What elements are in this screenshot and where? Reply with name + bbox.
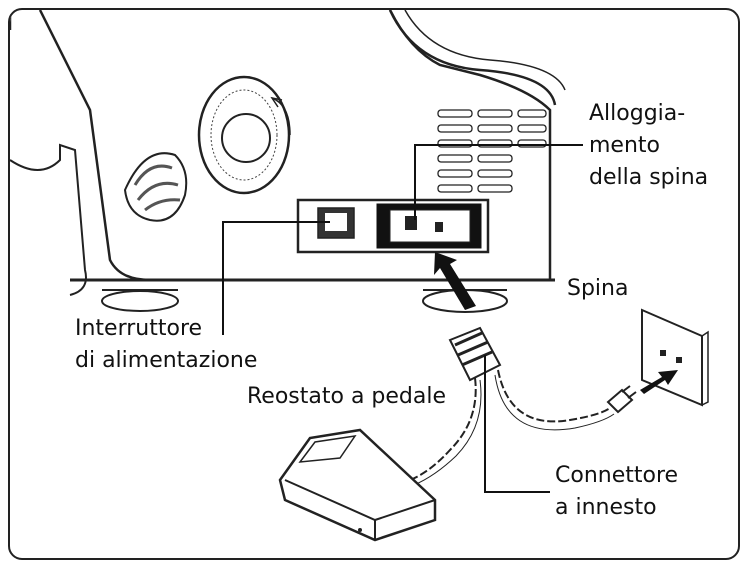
- foot-left: [101, 290, 179, 312]
- wall-outlet: [641, 308, 709, 407]
- foot-pedal: [278, 428, 437, 542]
- connector-plug: [448, 326, 502, 382]
- leader-housing: [414, 144, 583, 220]
- leader-connector: [484, 355, 550, 493]
- power-cable: [497, 369, 611, 423]
- machine-side: [10, 143, 87, 296]
- stitch-knob: [123, 152, 188, 222]
- label-housing-3: della spina: [589, 165, 708, 190]
- socket-panel: [296, 198, 490, 254]
- label-pedal: Reostato a pedale: [247, 384, 446, 409]
- label-connector-2: a innesto: [555, 495, 657, 520]
- leader-switch: [222, 221, 330, 335]
- handwheel: [197, 75, 291, 195]
- vent-grille: [437, 109, 547, 193]
- pedal-cable: [409, 377, 477, 481]
- label-switch-2: di alimentazione: [75, 348, 257, 373]
- insert-arrow: [434, 252, 476, 310]
- wall-plug: [606, 385, 637, 414]
- machine-top-curve-inner: [404, 10, 566, 91]
- label-plug: Spina: [567, 276, 628, 301]
- illustration-frame: Alloggia- mento della spina Spina Interr…: [8, 8, 740, 560]
- label-housing-2: mento: [589, 133, 660, 158]
- label-housing-1: Alloggia-: [589, 101, 685, 126]
- sewing-machine-diagram: Alloggia- mento della spina Spina Interr…: [10, 10, 709, 542]
- label-connector-1: Connettore: [555, 463, 678, 488]
- plug-arrow: [640, 370, 678, 394]
- machine-top-curve: [388, 10, 557, 106]
- label-switch-1: Interruttore: [75, 316, 202, 341]
